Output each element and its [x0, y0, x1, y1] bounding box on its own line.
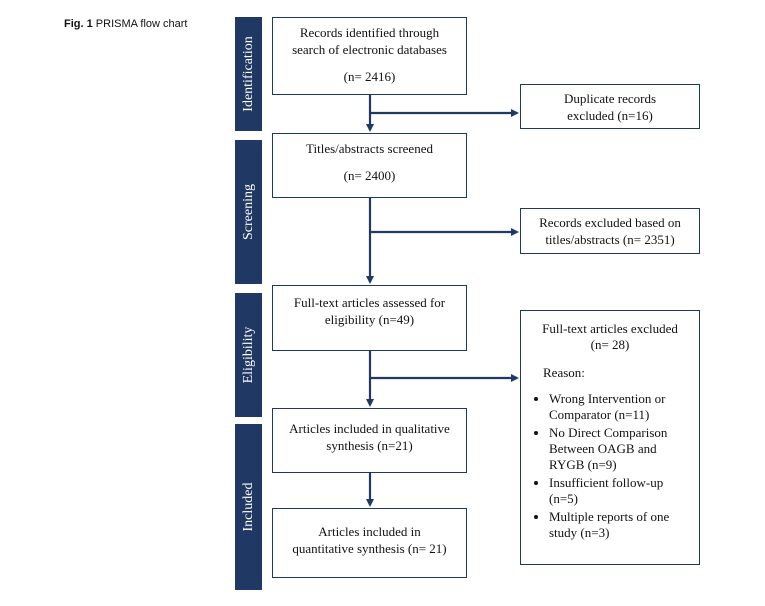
box-records-identified-line1: Records identified through — [299, 25, 440, 40]
figure-caption: Fig. 1 PRISMA flow chart — [64, 18, 188, 30]
figure-title: PRISMA flow chart — [95, 18, 188, 30]
box-fulltext-excluded-reason-label: Reason: — [543, 365, 585, 380]
box-qualitative-line2: synthesis (n=21) — [326, 438, 413, 453]
box-qualitative-line1: Articles included in qualitative — [289, 421, 450, 436]
exclusion-reason-multiple-reports: Multiple reports of one study (n=3) — [549, 509, 699, 541]
box-fulltext-assessed: Full-text articles assessed for eligibil… — [272, 285, 467, 351]
box-fulltext-line1: Full-text articles assessed for — [293, 295, 446, 310]
box-duplicates-excluded: Duplicate records excluded (n=16) — [520, 84, 700, 129]
box-fulltext-line2: eligibility (n=49) — [324, 312, 415, 327]
stage-screening: Screening — [235, 140, 262, 284]
box-duplicates-line2: excluded (n=16) — [567, 108, 653, 123]
exclusion-reasons-list: Wrong Intervention or Comparator (n=11) … — [521, 391, 699, 541]
stage-identification: Identification — [235, 17, 262, 131]
box-records-identified-line2: search of electronic databases — [292, 42, 447, 57]
stage-eligibility: Eligibility — [235, 293, 262, 417]
box-records-identified: Records identified through search of ele… — [272, 17, 467, 95]
box-qualitative-synthesis: Articles included in qualitative synthes… — [272, 408, 467, 473]
box-records-excluded-abstracts: Records excluded based on titles/abstrac… — [520, 208, 700, 254]
exclusion-reason-insufficient-followup: Insufficient follow-up (n=5) — [549, 475, 699, 507]
box-records-identified-count: (n= 2416) — [343, 69, 396, 84]
box-titles-screened: Titles/abstracts screened (n= 2400) — [272, 133, 467, 198]
figure-number: Fig. 1 — [64, 18, 93, 30]
stage-included: Included — [235, 424, 262, 590]
box-quantitative-line1: Articles included in — [318, 524, 421, 539]
exclusion-reason-no-direct-comparison: No Direct Comparison Between OAGB and RY… — [549, 425, 699, 473]
box-fulltext-excluded: Full-text articles excluded (n= 28) Reas… — [520, 310, 700, 565]
box-titles-screened-line1: Titles/abstracts screened — [306, 141, 433, 156]
box-records-excluded-line1: Records excluded based on — [539, 215, 681, 230]
box-quantitative-synthesis: Articles included in quantitative synthe… — [272, 508, 467, 578]
box-titles-screened-count: (n= 2400) — [343, 168, 396, 183]
exclusion-reason-wrong-intervention: Wrong Intervention or Comparator (n=11) — [549, 391, 699, 423]
box-records-excluded-line2: titles/abstracts (n= 2351) — [545, 232, 675, 247]
box-fulltext-excluded-count: (n= 28) — [590, 337, 630, 352]
box-duplicates-line1: Duplicate records — [563, 91, 657, 106]
box-fulltext-excluded-line1: Full-text articles excluded — [542, 321, 678, 336]
box-quantitative-line2: quantitative synthesis (n= 21) — [292, 541, 447, 556]
